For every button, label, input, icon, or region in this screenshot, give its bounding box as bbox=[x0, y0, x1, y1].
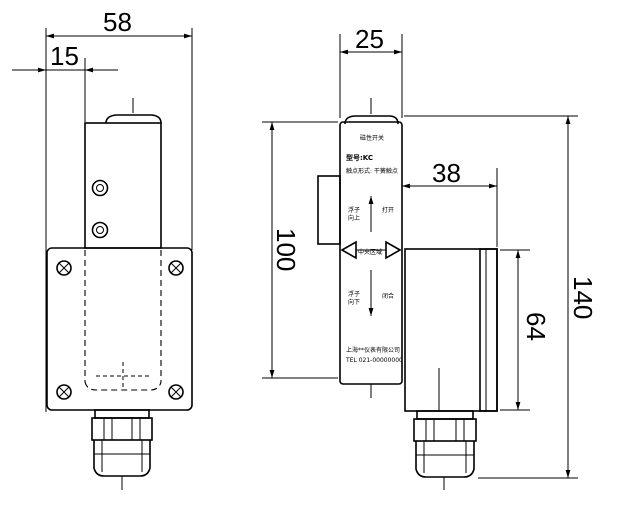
dimension-64: 64 bbox=[521, 312, 551, 341]
svg-text:向下: 向下 bbox=[348, 298, 360, 306]
panel-title: 磁性开关 bbox=[360, 134, 384, 142]
mounting-screws bbox=[56, 260, 184, 400]
top-cap bbox=[105, 114, 162, 124]
dimension-58: 58 bbox=[103, 7, 132, 37]
svg-text:TEL 021-00000000: TEL 021-00000000 bbox=[345, 357, 403, 364]
dimension-140: 140 bbox=[568, 276, 598, 319]
dimension-38: 38 bbox=[432, 158, 461, 188]
panel-model: 型号:KC bbox=[346, 153, 373, 162]
front-view: 58 15 bbox=[12, 7, 193, 490]
svg-text:向上: 向上 bbox=[348, 214, 360, 222]
svg-text:上海**仪表有限公司: 上海**仪表有限公司 bbox=[346, 346, 400, 354]
side-tab bbox=[317, 175, 341, 245]
cable-gland bbox=[91, 409, 153, 490]
svg-text:浮子: 浮子 bbox=[348, 206, 360, 214]
svg-text:中央区域: 中央区域 bbox=[358, 248, 382, 256]
panel-contact-form: 触点形式: 干簧触点 bbox=[346, 167, 398, 175]
gauge-housing bbox=[404, 248, 498, 412]
svg-text:打开: 打开 bbox=[382, 206, 394, 214]
dimension-15: 15 bbox=[50, 41, 79, 71]
dimension-100: 100 bbox=[271, 228, 301, 271]
svg-text:浮子: 浮子 bbox=[348, 290, 360, 298]
side-view: 25 磁性开关 型号:KC 触点形式: 干簧触点 浮子 向上 打开 中央区域 浮… bbox=[262, 24, 598, 490]
svg-text:闭合: 闭合 bbox=[382, 292, 394, 300]
cable-gland-side bbox=[413, 410, 477, 490]
dimension-25: 25 bbox=[355, 24, 384, 54]
